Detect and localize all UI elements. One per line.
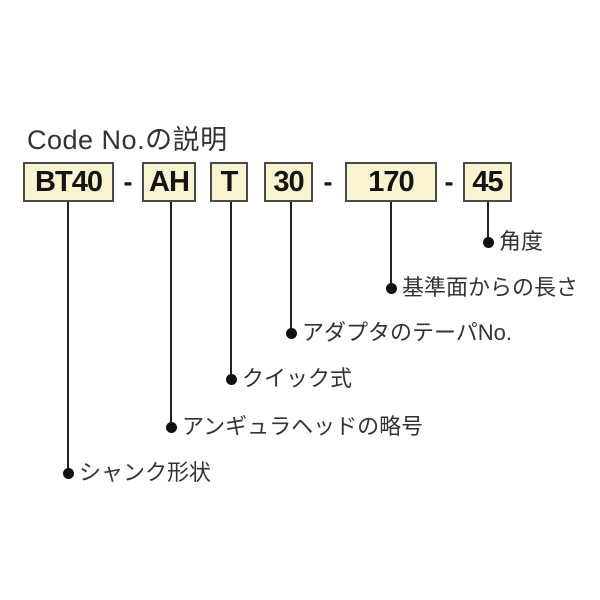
bullet-icon: [63, 468, 74, 479]
bullet-icon: [386, 283, 397, 294]
code-box-adapter-taper: 30: [264, 162, 313, 202]
bullet-icon: [226, 374, 237, 385]
label-angular-head: アンギュラヘッドの略号: [182, 414, 424, 439]
diagram-title: Code No.の説明: [27, 125, 228, 155]
label-length-from-datum: 基準面からの長さ: [402, 275, 579, 300]
code-box-length-from-datum: 170: [345, 162, 437, 202]
connector-line-angular-head: [170, 202, 172, 427]
label-shank-shape: シャンク形状: [79, 460, 212, 485]
connector-line-adapter-taper: [290, 202, 292, 333]
code-box-angular-head: AH: [142, 162, 196, 202]
code-separator-dash: -: [444, 166, 454, 197]
connector-line-quick-type: [230, 202, 232, 379]
code-box-quick-type: T: [210, 162, 248, 202]
label-angle: 角度: [499, 229, 544, 254]
label-adapter-taper: アダプタのテーパNo.: [302, 320, 513, 345]
code-separator-dash: -: [123, 166, 133, 197]
connector-line-shank-shape: [67, 202, 69, 473]
code-box-angle: 45: [463, 162, 512, 202]
connector-line-angle: [487, 202, 489, 242]
bullet-icon: [286, 328, 297, 339]
bullet-icon: [166, 422, 177, 433]
code-box-shank-shape: BT40: [23, 162, 114, 202]
connector-line-length-from-datum: [390, 202, 392, 288]
code-separator-dash: -: [323, 166, 333, 197]
label-quick-type: クイック式: [242, 366, 353, 391]
bullet-icon: [483, 237, 494, 248]
